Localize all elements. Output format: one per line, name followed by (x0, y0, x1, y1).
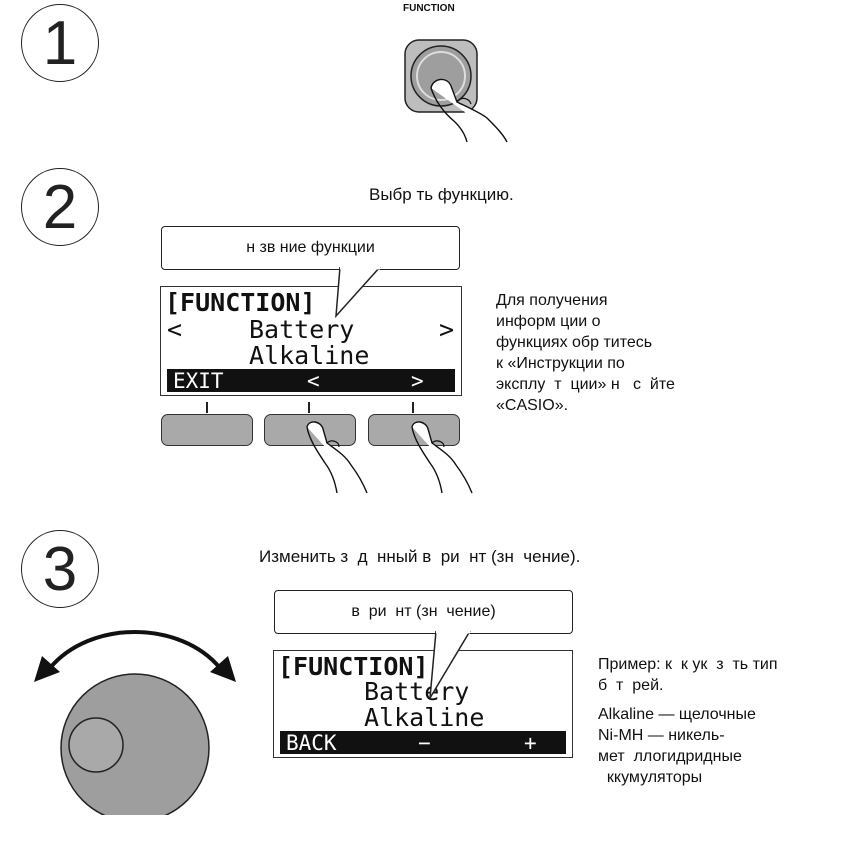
softkey-tick-2 (308, 402, 310, 413)
dial-illustration[interactable] (20, 590, 250, 815)
note-line: Alkaline — щелочные (598, 706, 756, 723)
callout-pointer-step3 (429, 630, 471, 699)
note-line: ккумуляторы (598, 769, 703, 786)
note-line: мет ллогидридные (598, 748, 742, 765)
lcd-softkey-bar: BACK − + (280, 731, 566, 755)
step-1-number: 1 (21, 4, 99, 82)
lcd-function-value: Battery (364, 677, 470, 706)
note-line: Пример: к к ук з ть тип (598, 656, 778, 673)
hand-pressing-prev-icon (306, 421, 368, 494)
lcd-left-arrow: < (167, 315, 183, 344)
rotate-arrow-icon (48, 630, 222, 670)
step-3-note: Пример: к к ук з ть тип б т рей. Alkalin… (598, 654, 778, 788)
function-button-illustration[interactable] (395, 30, 525, 145)
function-button-label: FUNCTION (403, 3, 455, 14)
lcd-display-step2: [FUNCTION] < Battery > Alkaline EXIT < > (160, 286, 462, 396)
softkey-next-button[interactable] (368, 414, 460, 446)
lcd-function-header: [FUNCTION] (278, 652, 429, 681)
note-line: «CASIO». (496, 397, 569, 414)
lcd-function-header: [FUNCTION] (165, 288, 316, 317)
note-line: Ni-MH — никель- (598, 727, 725, 744)
value-callout: в ри нт (зн чение) (274, 590, 573, 634)
lcd-setting-value: Alkaline (364, 703, 485, 732)
softkey-exit-button[interactable] (161, 414, 253, 446)
lcd-next-label: > (411, 369, 424, 393)
lcd-plus-label: + (524, 731, 537, 755)
function-name-callout: н зв ние функции (161, 226, 460, 270)
hand-pressing-next-icon (411, 421, 473, 494)
note-line: функциях обр титесь (496, 334, 653, 351)
function-name-callout-text: н зв ние функции (246, 239, 375, 256)
softkey-tick-3 (412, 402, 414, 413)
callout-pointer-step2 (335, 266, 381, 318)
step-2-number: 2 (21, 168, 99, 246)
lcd-softkey-bar: EXIT < > (167, 369, 455, 393)
note-line: эксплу т ции» н с йте (496, 376, 675, 393)
softkey-tick-1 (206, 402, 208, 413)
step-2-note: Для получения информ ции о функциях обр … (496, 290, 675, 416)
lcd-exit-label: EXIT (173, 369, 224, 393)
value-callout-text: в ри нт (зн чение) (351, 603, 496, 620)
lcd-function-value: Battery (249, 315, 355, 344)
step-2-instruction: Выбр ть функцию. (369, 185, 514, 204)
lcd-setting-value: Alkaline (249, 341, 370, 370)
note-line: к «Инструкции по (496, 355, 625, 372)
step-3-instruction: Изменить з д нный в ри нт (зн чение). (259, 547, 581, 566)
lcd-display-step3: [FUNCTION] Battery Alkaline BACK − + (273, 650, 573, 758)
lcd-right-arrow: > (439, 315, 455, 344)
lcd-back-label: BACK (286, 731, 337, 755)
note-line: Для получения (496, 292, 608, 309)
lcd-prev-label: < (307, 369, 320, 393)
step-3-number: 3 (21, 530, 99, 608)
note-line: б т рей. (598, 677, 664, 694)
note-line: информ ции о (496, 313, 601, 330)
lcd-minus-label: − (418, 731, 431, 755)
